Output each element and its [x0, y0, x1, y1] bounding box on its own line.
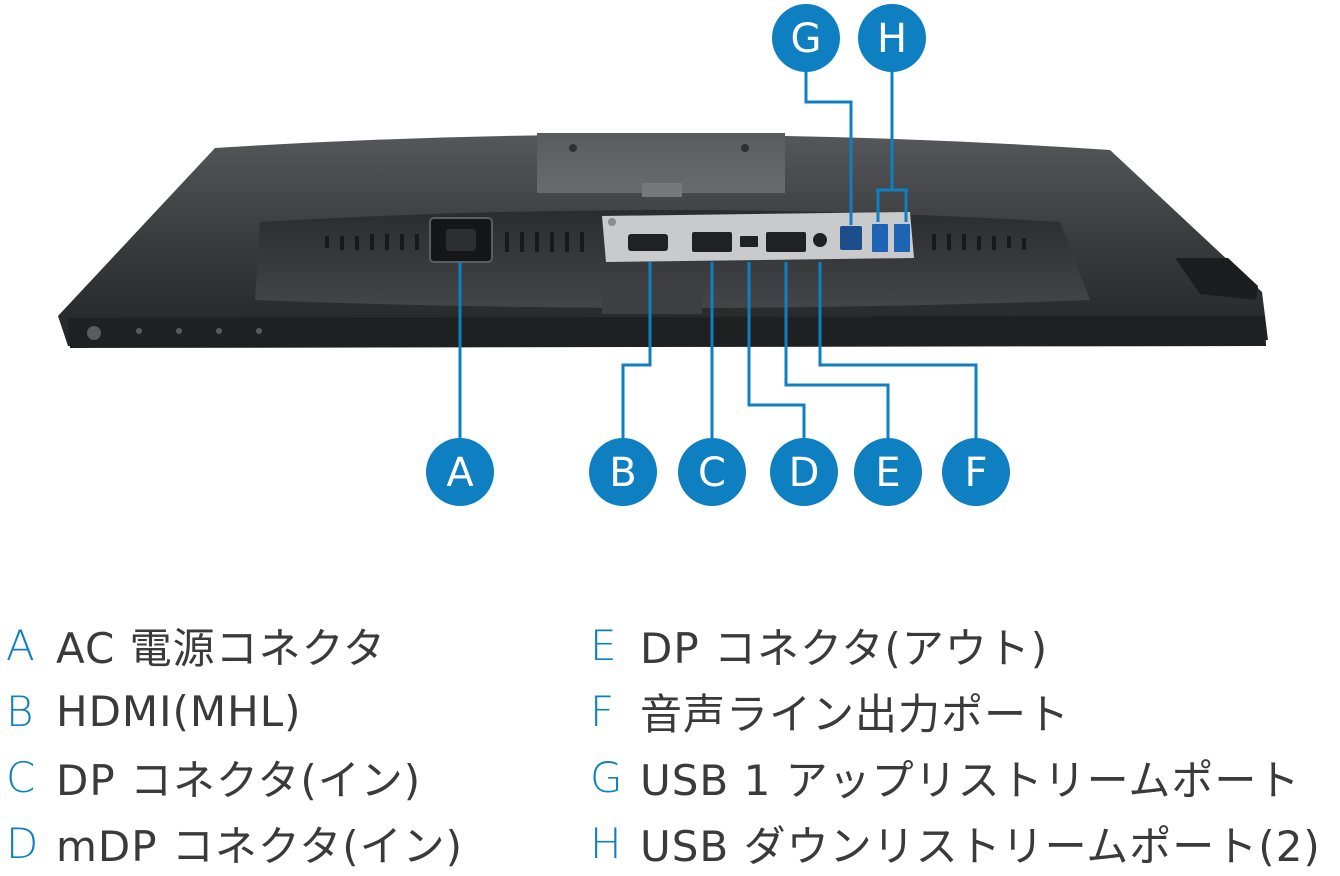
legend-text-a: AC 電源コネクタ	[56, 623, 386, 673]
legend-item-d: D mDP コネクタ(イン)	[6, 810, 666, 876]
hdmi-port	[628, 234, 668, 251]
legend-text-d: mDP コネクタ(イン)	[56, 821, 464, 871]
vents	[325, 232, 1026, 252]
dp-in-port	[692, 232, 732, 252]
monitor-body	[58, 133, 1268, 348]
legend-key-f: F	[590, 686, 616, 736]
usb-upstream-port	[840, 226, 862, 250]
ac-power-socket	[429, 217, 493, 263]
legend-item-f: F 音声ライン出力ポート	[590, 678, 1335, 744]
legend-text-f: 音声ライン出力ポート	[640, 689, 1071, 739]
legend-text-h: USB ダウンリストリームポート(2)	[640, 821, 1321, 871]
badge-label-h: H	[877, 16, 907, 62]
legend-left-column: A AC 電源コネクタ B HDMI(MHL) C DP コネクタ(イン) D …	[6, 612, 666, 871]
badge-a: A	[426, 438, 494, 506]
audio-out-port	[813, 233, 827, 247]
legend-text-g: USB 1 アップリストリームポート	[640, 755, 1301, 805]
leader-d	[747, 262, 806, 440]
badge-label-b: B	[609, 450, 636, 496]
legend-item-e: E DP コネクタ(アウト)	[590, 612, 1335, 678]
legend-item-h: H USB ダウンリストリームポート(2)	[590, 810, 1335, 876]
badge-e: E	[854, 438, 922, 506]
badge-label-e: E	[875, 450, 900, 496]
badge-label-a: A	[446, 450, 474, 496]
legend-key-h: H	[590, 818, 623, 868]
control-buttons	[87, 326, 262, 340]
legend-item-b: B HDMI(MHL)	[6, 678, 666, 744]
usb-downstream-port-1	[872, 224, 888, 252]
leader-h	[876, 72, 908, 222]
legend-right-column: E DP コネクタ(アウト) F 音声ライン出力ポート G USB 1 アップリ…	[590, 612, 1335, 871]
badge-label-f: F	[964, 450, 987, 496]
legend-text-e: DP コネクタ(アウト)	[640, 623, 1049, 673]
leader-e	[784, 262, 890, 440]
leader-f	[818, 262, 978, 440]
legend-text-b: HDMI(MHL)	[56, 686, 302, 736]
badge-label-g: G	[791, 16, 822, 62]
badge-h: H	[858, 4, 926, 72]
legend-key-c: C	[6, 752, 37, 802]
legend-key-a: A	[6, 620, 36, 670]
legend-key-e: E	[590, 620, 618, 670]
legend-key-g: G	[590, 752, 624, 802]
legend-key-d: D	[6, 818, 40, 868]
legend-item-g: G USB 1 アップリストリームポート	[590, 744, 1335, 810]
legend-item-a: A AC 電源コネクタ	[6, 612, 666, 678]
mdp-port	[740, 236, 758, 247]
usb-downstream-port-2	[894, 224, 910, 252]
legend-key-b: B	[6, 686, 35, 736]
badge-g: G	[772, 4, 840, 72]
leader-g	[804, 72, 853, 225]
dp-out-port	[766, 232, 806, 252]
badge-d: D	[770, 438, 838, 506]
port-panel	[602, 212, 914, 262]
badge-label-d: D	[789, 450, 820, 496]
badge-label-c: C	[698, 450, 726, 496]
legend-text-c: DP コネクタ(イン)	[56, 755, 422, 805]
legend-item-c: C DP コネクタ(イン)	[6, 744, 666, 810]
leader-b	[621, 262, 652, 440]
badge-c: C	[678, 438, 746, 506]
badge-f: F	[942, 438, 1010, 506]
leader-lines	[458, 72, 978, 440]
badge-b: B	[589, 438, 657, 506]
